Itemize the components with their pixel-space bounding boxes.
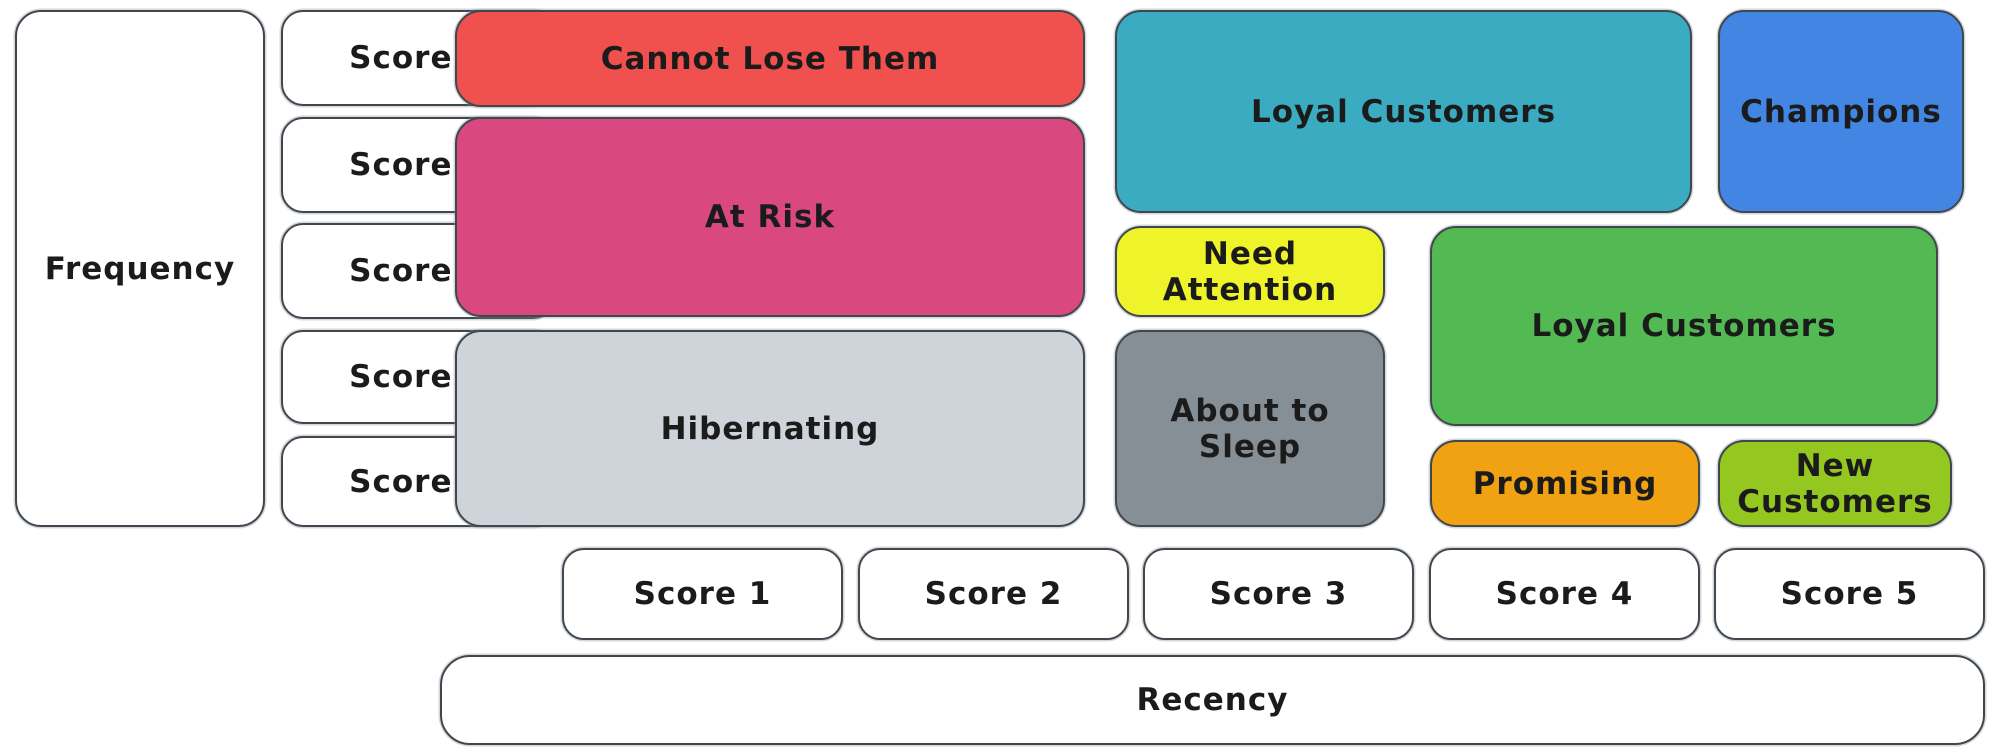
recency-score-4: Score 4 xyxy=(1429,548,1700,640)
recency-score-2: Score 2 xyxy=(858,548,1129,640)
segment-loyal-customers-upper: Loyal Customers xyxy=(1115,10,1692,213)
segment-promising: Promising xyxy=(1430,440,1700,527)
segment-new-customers: New Customers xyxy=(1718,440,1952,527)
segment-cannot-lose-them: Cannot Lose Them xyxy=(455,10,1085,107)
segment-about-to-sleep: About to Sleep xyxy=(1115,330,1385,527)
recency-score-1: Score 1 xyxy=(562,548,843,640)
recency-axis-label: Recency xyxy=(440,655,1985,745)
segment-at-risk: At Risk xyxy=(455,117,1085,317)
segment-champions: Champions xyxy=(1718,10,1964,213)
segment-need-attention: Need Attention xyxy=(1115,226,1385,317)
recency-score-3: Score 3 xyxy=(1143,548,1414,640)
frequency-axis-label: Frequency xyxy=(15,10,265,527)
segment-hibernating: Hibernating xyxy=(455,330,1085,527)
recency-score-5: Score 5 xyxy=(1714,548,1985,640)
segment-loyal-customers-lower: Loyal Customers xyxy=(1430,226,1938,426)
